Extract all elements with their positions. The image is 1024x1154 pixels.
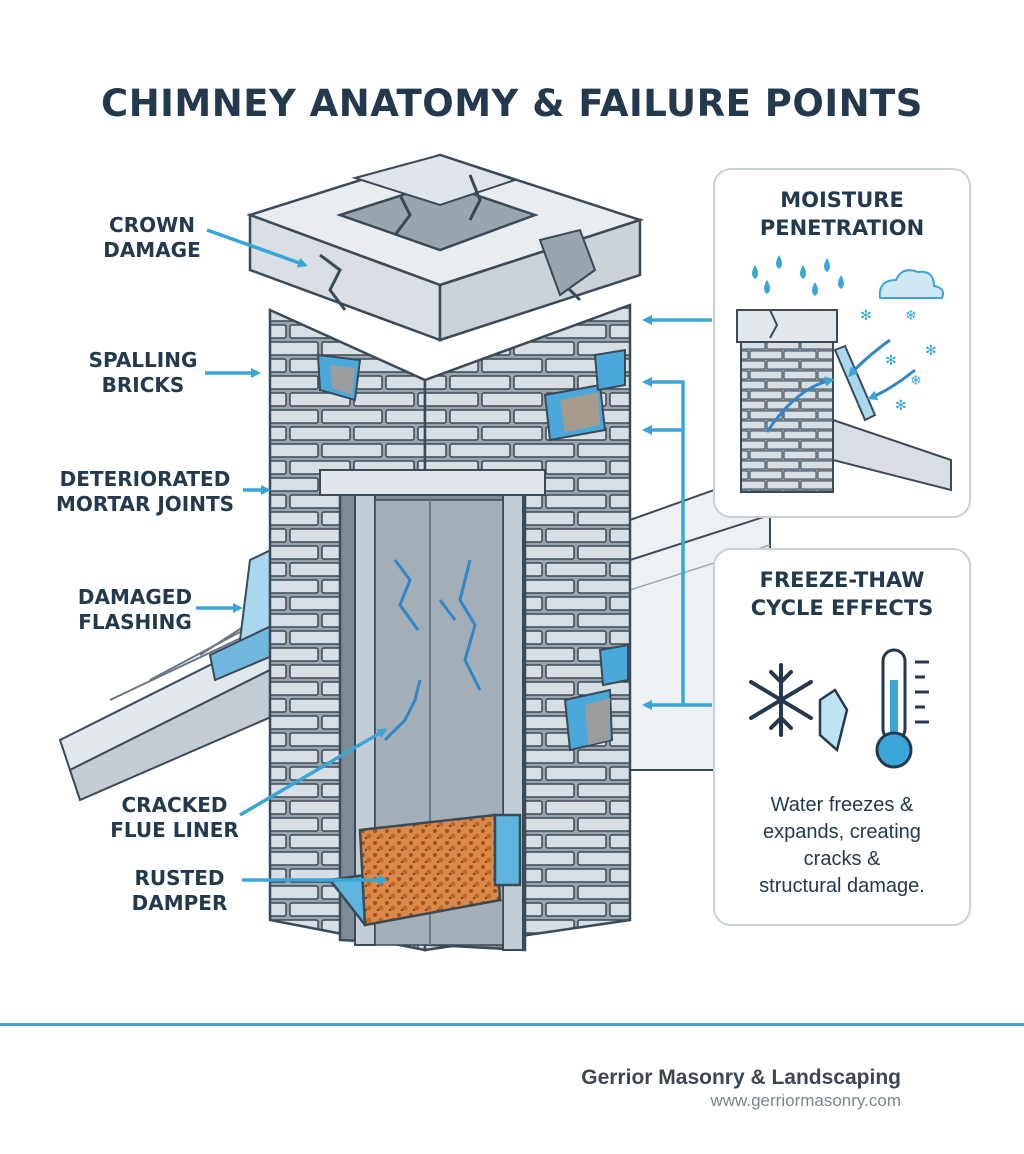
svg-text:✻: ✻ [885, 353, 897, 369]
spalling-patches [316, 348, 629, 752]
svg-text:❄: ❄ [905, 308, 917, 324]
footer-brand: Gerrior Masonry & Landscaping [581, 1066, 901, 1089]
svg-text:✻: ✻ [895, 398, 907, 414]
thermometer-icon [875, 648, 929, 769]
snowflake-icon [749, 663, 813, 737]
svg-text:✻: ✻ [925, 343, 937, 359]
freeze-description: Water freezes & expands, creating cracks… [759, 794, 925, 897]
footer-url[interactable]: www.gerriormasonry.com [710, 1091, 901, 1110]
pointer-arrows [196, 228, 712, 885]
mini-chimney [740, 341, 834, 493]
svg-text:❄: ❄ [910, 373, 922, 389]
snowflake-icons: ✻❄✻ ✻❄✻ [860, 308, 937, 414]
damper [327, 813, 522, 927]
cloud-icon [878, 269, 944, 299]
chimney-crown [246, 153, 645, 342]
moisture-illustration: ✻❄✻ ✻❄✻ [736, 255, 952, 493]
rain-drops-icon [752, 255, 844, 296]
ice-crystal-icon [818, 688, 849, 753]
footer-divider [0, 1023, 1024, 1026]
page-title: CHIMNEY ANATOMY & FAILURE POINTS [101, 82, 923, 125]
flue-cracks [383, 559, 482, 742]
svg-text:✻: ✻ [860, 308, 872, 324]
freeze-illustration [749, 648, 929, 769]
